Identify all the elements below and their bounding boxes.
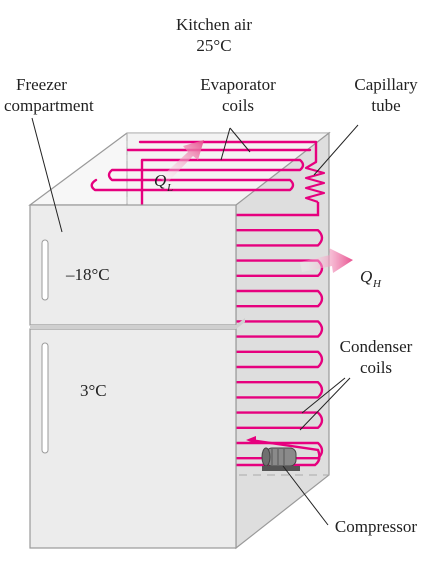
fridge-door <box>30 329 236 548</box>
compressor-unit <box>262 448 300 471</box>
condenser-label-line1: Condenser <box>340 337 413 356</box>
kitchen-air-label: Kitchen air <box>176 15 252 34</box>
kitchen-air-temp: 25°C <box>196 36 231 55</box>
q-low-label: Q <box>154 171 166 190</box>
q-high-subscript: H <box>372 278 382 290</box>
capillary-label-line1: Capillary <box>354 75 418 94</box>
freezer-label-line2: compartment <box>4 96 94 115</box>
evaporator-label-line1: Evaporator <box>200 75 276 94</box>
compressor-label: Compressor <box>335 517 418 536</box>
freezer-handle <box>42 240 48 300</box>
condenser-label-line2: coils <box>360 358 392 377</box>
evaporator-label-line2: coils <box>222 96 254 115</box>
capillary-label-line2: tube <box>371 96 400 115</box>
freezer-door <box>30 205 236 325</box>
freezer-label-line1: Freezer <box>16 75 67 94</box>
q-high-label: Q <box>360 267 372 286</box>
fridge-temp-label: 3°C <box>80 381 107 400</box>
q-low-subscript: L <box>166 182 173 194</box>
freezer-temp-label: –18°C <box>65 265 110 284</box>
refrigerator-front <box>30 205 245 548</box>
fridge-handle <box>42 343 48 453</box>
